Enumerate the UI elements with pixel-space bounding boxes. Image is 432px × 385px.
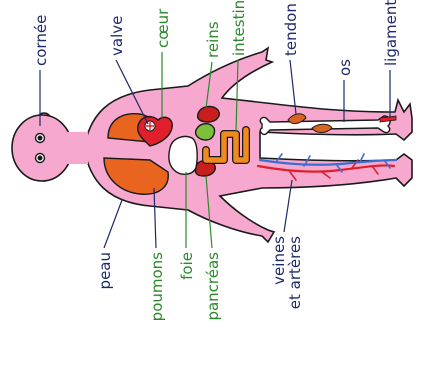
kidney-upper bbox=[198, 107, 220, 122]
head bbox=[12, 115, 72, 181]
label-cornee: cornée bbox=[32, 15, 50, 66]
label-arteres: et artères bbox=[286, 236, 304, 309]
label-foie: foie bbox=[178, 252, 196, 280]
label-os: os bbox=[336, 59, 354, 76]
human-body bbox=[12, 48, 412, 242]
leader-peau bbox=[104, 200, 122, 248]
neck bbox=[66, 132, 88, 164]
label-poumons: poumons bbox=[148, 252, 166, 322]
label-coeur: cœur bbox=[154, 8, 172, 48]
label-pancreas: pancréas bbox=[204, 252, 222, 321]
label-tendon: tendon bbox=[282, 3, 300, 56]
label-reins: reins bbox=[204, 21, 222, 58]
pancreas bbox=[196, 124, 215, 140]
pupil-bottom bbox=[38, 156, 42, 160]
label-intestin: intestin bbox=[230, 0, 248, 56]
pupil-top bbox=[38, 136, 42, 140]
label-valve: valve bbox=[108, 16, 126, 56]
label-ligament: ligament bbox=[382, 0, 400, 66]
label-peau: peau bbox=[96, 252, 114, 289]
liver bbox=[169, 136, 197, 174]
